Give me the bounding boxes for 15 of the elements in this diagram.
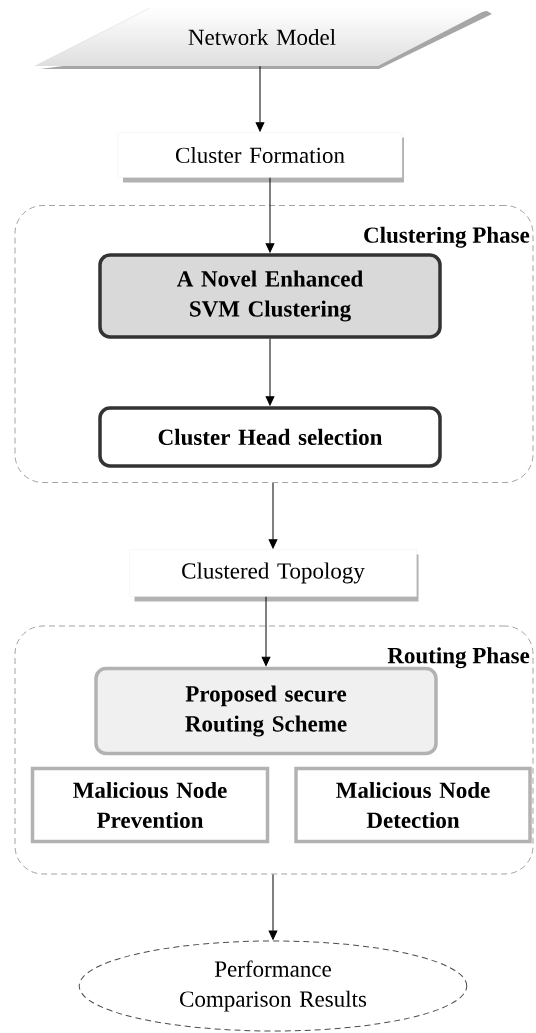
- rounded-process-box: A Novel Enhanced SVM Clustering: [98, 253, 442, 339]
- arrow: [268, 482, 278, 549]
- arrow: [265, 177, 275, 253]
- process-box: Clustered Topology: [129, 549, 419, 602]
- arrow: [268, 873, 278, 940]
- arrow: [255, 65, 265, 132]
- rounded-process-box: Proposed secure Routing Scheme: [94, 666, 438, 756]
- process-box: Malicious Node Detection: [294, 766, 532, 844]
- arrow: [265, 338, 275, 406]
- data-parallelogram: Network Model: [34, 7, 492, 69]
- rounded-process-box: Cluster Head selection: [98, 406, 442, 468]
- process-box: Cluster Formation: [117, 132, 404, 183]
- process-box: Malicious Node Prevention: [30, 766, 270, 844]
- terminal-oval: Performance Comparison Results: [78, 940, 468, 1032]
- arrow: [261, 596, 271, 667]
